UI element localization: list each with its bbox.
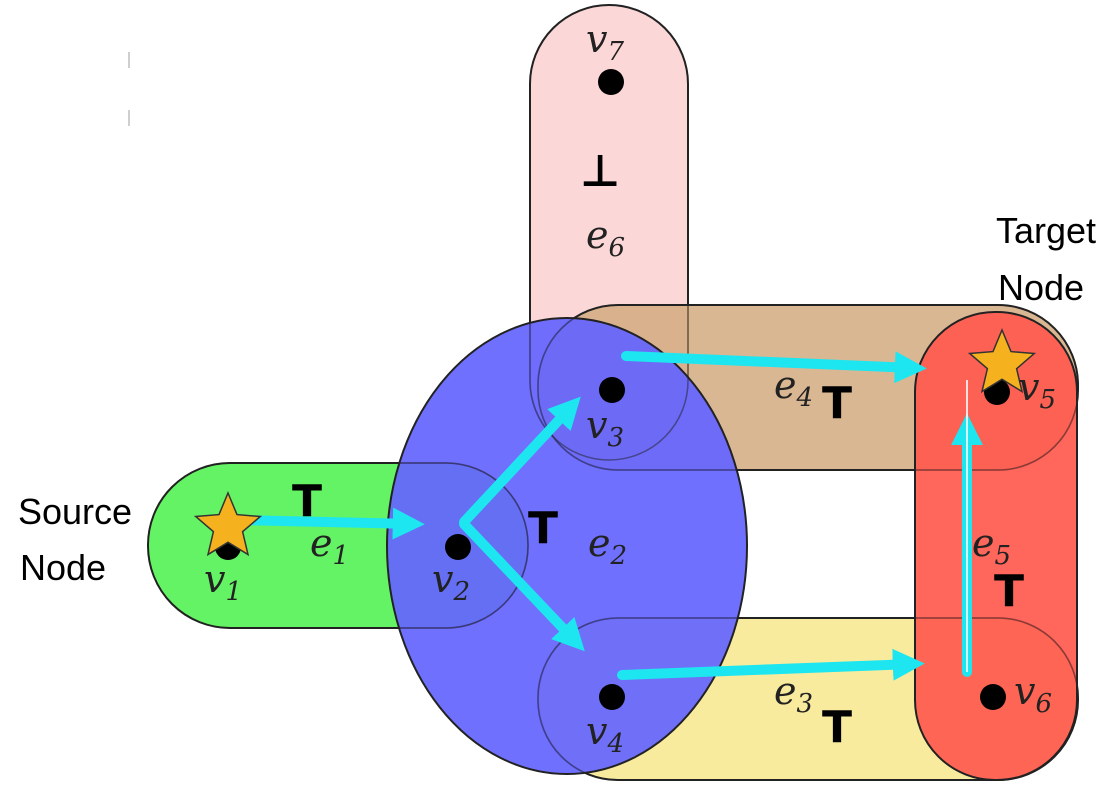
source-star-icon	[193, 491, 263, 557]
overlap-outline-e4	[537, 304, 1079, 471]
arrow-v2-to-v3	[459, 396, 581, 527]
target-node-label-line1: Target	[996, 210, 1096, 251]
vertex-v3-node	[599, 377, 625, 403]
vertex-v6-label: v6	[1014, 669, 1052, 719]
overlap-outline-e6	[529, 4, 689, 461]
hyperedge-e2	[386, 317, 748, 775]
vertex-v5-label: v5	[1018, 365, 1056, 415]
source-node-label-line1: Source	[18, 491, 132, 532]
vertex-v1-label: v1	[204, 557, 242, 607]
edge-e1-truth-symbol: T	[292, 476, 322, 527]
vertex-v6-node	[980, 684, 1006, 710]
edge-e2-truth-symbol: T	[528, 503, 558, 554]
edge-e3-label: e3	[774, 669, 813, 719]
vertex-v7-label: v7	[586, 17, 624, 67]
edge-e6-truth-symbol: ⊥	[580, 146, 620, 197]
vertex-v2-node	[445, 534, 471, 560]
vertex-v3-label: v3	[586, 403, 624, 453]
vertex-v4-label: v4	[586, 709, 624, 759]
vertex-v7-node	[598, 69, 624, 95]
arrow-v2-to-v4	[459, 519, 585, 652]
edge-e6-label: e6	[586, 213, 625, 263]
vertex-v2-label: v2	[432, 557, 470, 607]
edge-e3-truth-symbol: T	[822, 702, 852, 753]
arrow-v3-to-v5	[621, 351, 927, 384]
edge-e5-label: e5	[972, 521, 1011, 571]
edge-e5-truth-symbol: T	[994, 566, 1024, 617]
edge-e4-label: e4	[774, 363, 813, 413]
target-star-icon	[967, 328, 1037, 394]
vertex-v4-node	[599, 684, 625, 710]
overlap-outline-e3	[537, 617, 1079, 781]
edge-e1-label: e1	[310, 521, 349, 571]
arrow-v1-to-v2	[235, 507, 425, 540]
source-node-label-line2: Node	[20, 547, 106, 588]
edge-e2-label: e2	[588, 521, 627, 571]
target-node-label-line2: Node	[998, 267, 1084, 308]
arrow-v4-to-v6	[617, 648, 925, 681]
overlap-outline-e1	[147, 462, 529, 629]
edge-e4-truth-symbol: T	[822, 378, 852, 429]
